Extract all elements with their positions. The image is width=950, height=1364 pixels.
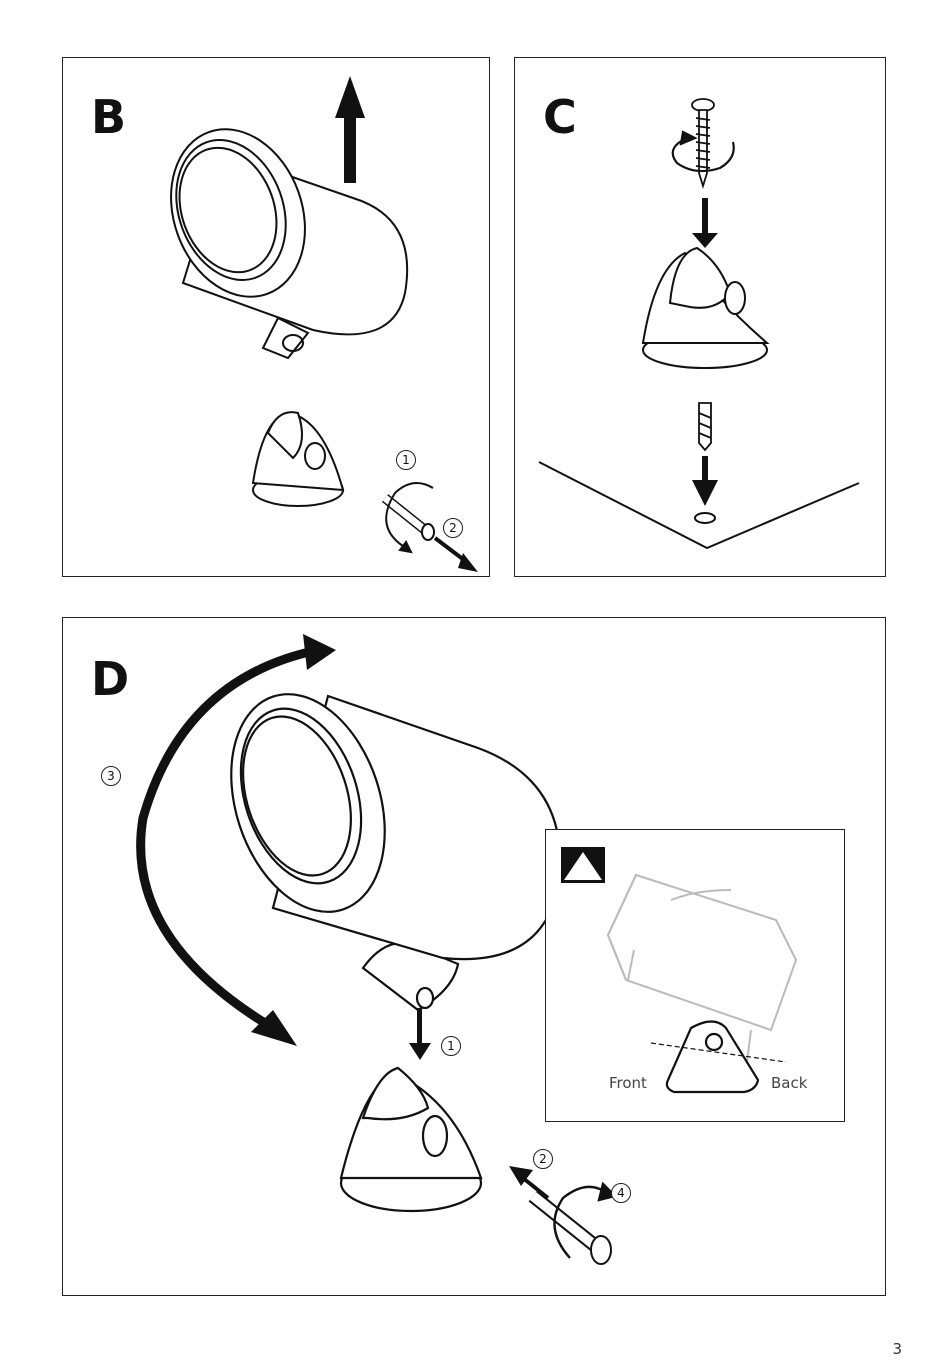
front-label: Front xyxy=(609,1074,647,1092)
pin-illustration xyxy=(385,498,434,540)
panel-d: D xyxy=(62,617,886,1296)
back-label: Back xyxy=(771,1074,807,1092)
panel-b-illustration xyxy=(63,58,491,578)
panel-b: B xyxy=(62,57,490,577)
up-arrow-icon xyxy=(335,76,365,183)
bracket-illustration xyxy=(253,412,343,506)
bracket-illustration xyxy=(341,1068,481,1211)
pull-arrow-icon xyxy=(435,538,478,572)
step-number-4: 4 xyxy=(611,1183,631,1203)
pin-illustration xyxy=(533,1196,611,1264)
panel-c: C xyxy=(514,57,886,577)
speaker-illustration xyxy=(148,110,407,358)
stand-illustration xyxy=(667,1022,758,1093)
speaker-illustration xyxy=(205,674,560,1010)
step-number-2: 2 xyxy=(533,1149,553,1169)
wall-plug-icon xyxy=(699,403,711,450)
floor-surface xyxy=(539,462,859,548)
down-arrow-icon xyxy=(692,198,718,248)
down-arrow-icon xyxy=(409,1008,431,1060)
panel-c-illustration xyxy=(515,58,887,578)
push-arrow-icon xyxy=(509,1166,548,1198)
warning-inset: Front Back xyxy=(545,829,845,1122)
step-number-1: 1 xyxy=(441,1036,461,1056)
page-number: 3 xyxy=(892,1340,902,1358)
screw-icon xyxy=(692,99,714,186)
down-arrow-icon xyxy=(692,456,718,506)
step-number-1: 1 xyxy=(396,450,416,470)
bracket-illustration xyxy=(643,248,767,368)
step-number-2: 2 xyxy=(443,518,463,538)
step-number-3: 3 xyxy=(101,766,121,786)
